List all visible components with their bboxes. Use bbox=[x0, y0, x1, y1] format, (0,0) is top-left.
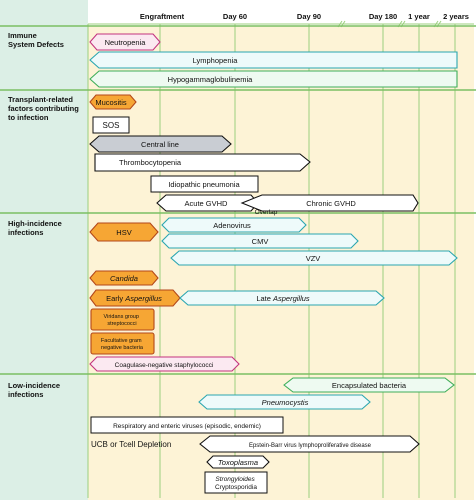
svg-text:Coagulase-negative staphylococ: Coagulase-negative staphylococci bbox=[115, 362, 214, 369]
svg-text:Toxoplasma: Toxoplasma bbox=[218, 458, 258, 467]
svg-text:Adenovirus: Adenovirus bbox=[213, 221, 251, 230]
timeline-label-day90: Day 90 bbox=[297, 12, 321, 21]
bar-idiopathic-pneumonia: Idiopathic pneumonia bbox=[150, 175, 259, 193]
svg-text:Idiopathic pneumonia: Idiopathic pneumonia bbox=[168, 180, 240, 189]
svg-text:Late Aspergillus: Late Aspergillus bbox=[256, 294, 310, 303]
svg-text:Respiratory and enteric viruse: Respiratory and enteric viruses (episodi… bbox=[113, 423, 261, 430]
svg-text:Early Aspergillus: Early Aspergillus bbox=[106, 294, 162, 303]
bar-chronic-gvhd: Chronic GVHD bbox=[240, 194, 419, 212]
svg-text:Acute GVHD: Acute GVHD bbox=[185, 199, 229, 208]
svg-text:Chronic GVHD: Chronic GVHD bbox=[306, 199, 356, 208]
svg-text:Epstein-Barr virus lymphoproli: Epstein-Barr virus lymphoproliferative d… bbox=[249, 443, 372, 449]
bar-respiratory-enteric-viruses: Respiratory and enteric viruses (episodi… bbox=[90, 416, 284, 434]
left-panel bbox=[0, 0, 88, 500]
bar-late-aspergillus: Late Aspergillus bbox=[179, 290, 385, 306]
svg-text:Lymphopenia: Lymphopenia bbox=[193, 56, 239, 65]
svg-text:Pneumocystis: Pneumocystis bbox=[262, 398, 309, 407]
section-title-immune: Immune System Defects bbox=[8, 31, 64, 49]
svg-text:Mucositis: Mucositis bbox=[95, 98, 127, 107]
timeline-label-day180: Day 180 bbox=[369, 12, 397, 21]
bar-thrombocytopenia: Thrombocytopenia bbox=[94, 153, 311, 172]
section-title-high: High-incidence infections bbox=[8, 219, 64, 237]
bar-strongyloides-cryptosporidia: Strongyloides Cryptosporidia bbox=[204, 471, 268, 494]
bar-lymphopenia: Lymphopenia bbox=[89, 51, 458, 69]
timeline-label-engraftment: Engraftment bbox=[140, 12, 185, 21]
overlap-label: Overlap bbox=[255, 209, 278, 216]
bar-early-aspergillus: Early Aspergillus bbox=[89, 289, 181, 307]
bar-cmv: CMV bbox=[161, 233, 359, 249]
bar-central-line: Central line bbox=[89, 135, 232, 153]
bar-vzv: VZV bbox=[170, 250, 458, 266]
bar-encapsulated-bacteria: Encapsulated bacteria bbox=[283, 377, 455, 393]
svg-text:Facultative gram negativ: Facultative gram negative bacteria bbox=[101, 338, 144, 351]
timeline-header: Engraftment Day 60 Day 90 Day 180 1 year… bbox=[140, 12, 469, 21]
bar-candida: Candida bbox=[89, 270, 159, 286]
svg-text:Central line: Central line bbox=[141, 140, 179, 149]
section-titles: Immune System Defects Transplant-related… bbox=[8, 31, 81, 399]
svg-text:Candida: Candida bbox=[110, 274, 138, 283]
bar-neutropenia: Neutropenia bbox=[89, 33, 161, 51]
bar-viridans-streptococci: Viridans group streptococci bbox=[90, 308, 155, 331]
svg-text:HSV: HSV bbox=[116, 228, 131, 237]
svg-text:Encapsulated bacteria: Encapsulated bacteria bbox=[332, 381, 407, 390]
header-band bbox=[88, 0, 476, 26]
svg-text:SOS: SOS bbox=[103, 121, 120, 130]
svg-text:Strongyloides Cryptospor: Strongyloides Cryptosporidia bbox=[215, 476, 257, 491]
bar-facultative-gram-negative: Facultative gram negative bacteria bbox=[90, 332, 155, 355]
section-title-transplant: Transplant-related factors contributing … bbox=[8, 95, 81, 122]
timeline-label-2years: 2 years bbox=[443, 12, 469, 21]
svg-text:Neutropenia: Neutropenia bbox=[105, 38, 147, 47]
timeline-label-day60: Day 60 bbox=[223, 12, 247, 21]
svg-text:Viridans group streptoco: Viridans group streptococci bbox=[104, 314, 141, 327]
bar-pneumocystis: Pneumocystis bbox=[198, 394, 371, 410]
bar-hsv: HSV bbox=[89, 222, 159, 242]
svg-text:Thrombocytopenia: Thrombocytopenia bbox=[119, 158, 182, 167]
bar-adenovirus: Adenovirus bbox=[161, 217, 307, 233]
section-title-low: Low-incidence infections bbox=[8, 381, 62, 399]
bar-hypogammaglobulinemia: Hypogammaglobulinemia bbox=[89, 70, 458, 88]
bar-toxoplasma: Toxoplasma bbox=[206, 455, 270, 469]
bar-coagulase-negative-staph: Coagulase-negative staphylococci bbox=[89, 356, 240, 372]
bar-mucositis: Mucositis bbox=[89, 94, 137, 110]
timeline-label-1year: 1 year bbox=[408, 12, 430, 21]
ucb-tcell-depletion-label: UCB or Tcell Depletion bbox=[91, 440, 171, 449]
bar-sos: SOS bbox=[92, 116, 130, 134]
section-separators bbox=[0, 25, 476, 375]
svg-text:VZV: VZV bbox=[306, 254, 321, 263]
svg-text:CMV: CMV bbox=[252, 237, 269, 246]
svg-text:Hypogammaglobulinemia: Hypogammaglobulinemia bbox=[168, 75, 253, 84]
bar-ebv-lpd: Epstein-Barr virus lymphoproliferative d… bbox=[199, 435, 420, 453]
